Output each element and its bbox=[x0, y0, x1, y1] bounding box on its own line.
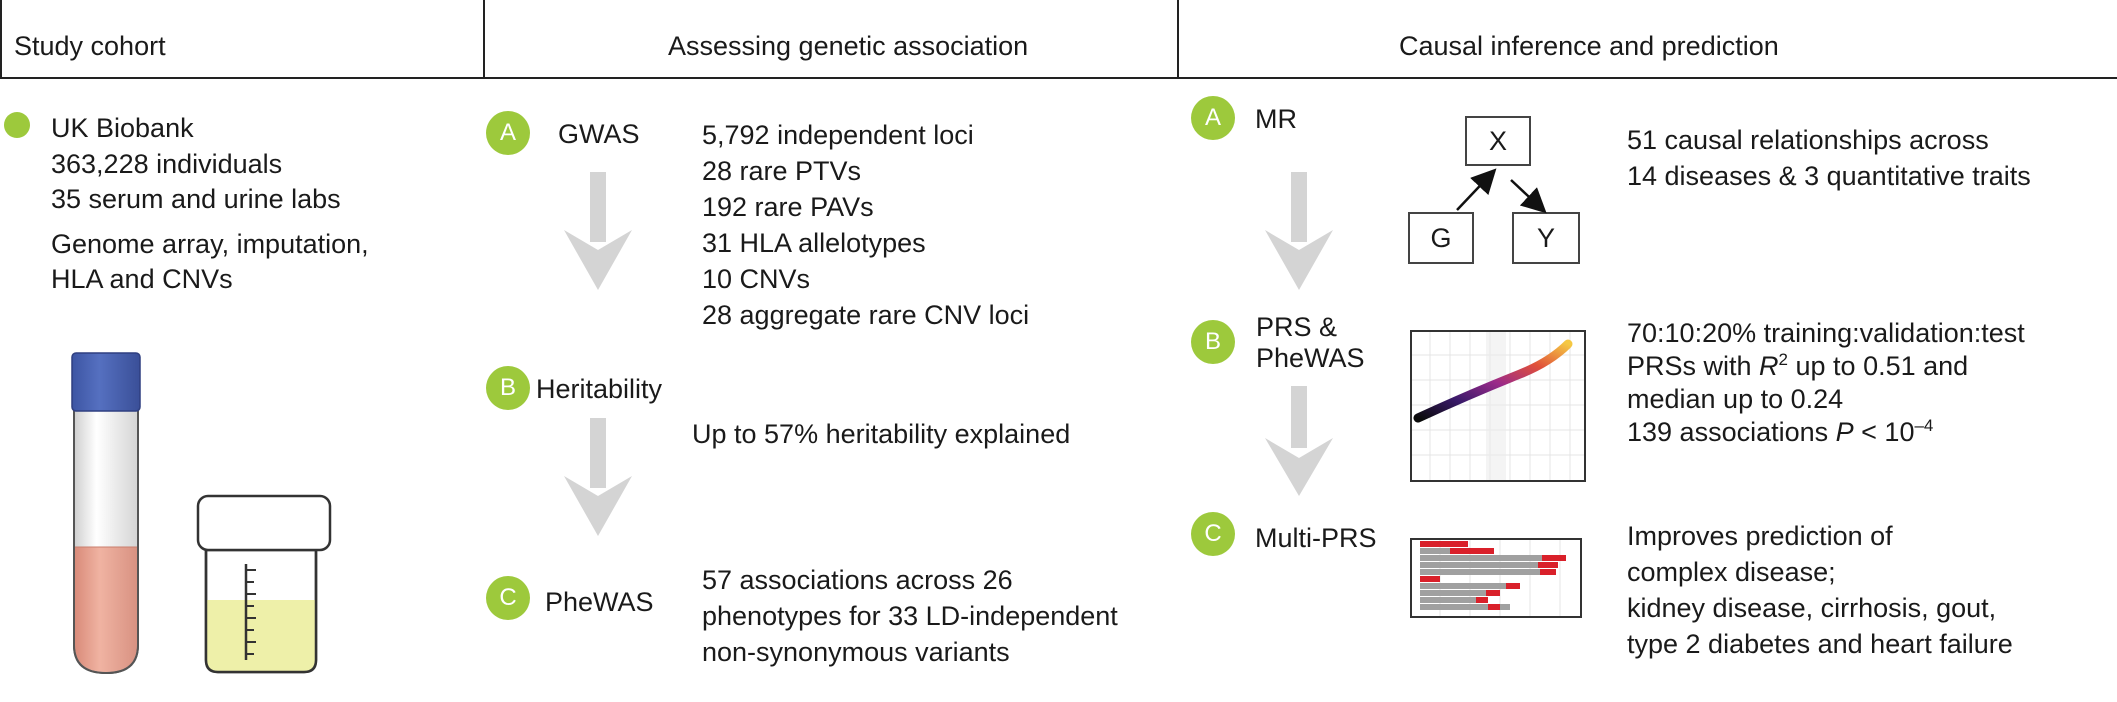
multi-prs-result-2: complex disease; bbox=[1627, 557, 1836, 587]
gwas-result-2: 28 rare PTVs bbox=[702, 156, 862, 186]
prs-label-line2: PheWAS bbox=[1256, 343, 1365, 373]
prs-result-4-p: P bbox=[1835, 417, 1854, 447]
blood-tube-illustration bbox=[71, 352, 141, 675]
header-causal-inference: Causal inference and prediction bbox=[1399, 31, 1779, 61]
arrow-down-icon bbox=[564, 172, 632, 290]
header-divider-2 bbox=[1177, 0, 1179, 78]
mr-label: MR bbox=[1255, 104, 1297, 134]
arrow-down-icon bbox=[1265, 386, 1333, 496]
phewas-results: 57 associations across 26 phenotypes for… bbox=[702, 562, 1118, 670]
cohort-bullet-dot bbox=[4, 112, 30, 138]
multi-prs-result-1: Improves prediction of bbox=[1627, 521, 1893, 551]
header-divider-left bbox=[0, 0, 2, 78]
cohort-genome-line1: Genome array, imputation, bbox=[51, 229, 369, 259]
prs-badge: B bbox=[1191, 320, 1235, 364]
phewas-result-2: phenotypes for 33 LD-independent bbox=[702, 601, 1118, 631]
prs-result-2-r: R bbox=[1759, 351, 1779, 381]
gwas-result-4: 31 HLA allelotypes bbox=[702, 228, 926, 258]
phewas-label: PheWAS bbox=[545, 587, 654, 617]
cohort-name: UK Biobank bbox=[51, 113, 194, 143]
gwas-results: 5,792 independent loci 28 rare PTVs 192 … bbox=[702, 117, 1029, 333]
mr-node-x: X bbox=[1465, 116, 1531, 166]
gwas-result-5: 10 CNVs bbox=[702, 264, 811, 294]
prs-result-2-pre: PRSs with bbox=[1627, 351, 1760, 381]
mr-node-g: G bbox=[1408, 212, 1474, 264]
heritability-label: Heritability bbox=[536, 374, 663, 404]
prs-calibration-plot bbox=[1410, 330, 1586, 482]
multi-prs-results: Improves prediction of complex disease; … bbox=[1627, 518, 2013, 662]
mr-results: 51 causal relationships across 14 diseas… bbox=[1627, 122, 2031, 194]
mr-arrows bbox=[1456, 168, 1547, 214]
prs-result-4-sup: –4 bbox=[1914, 416, 1934, 435]
cohort-genome-line2: HLA and CNVs bbox=[51, 264, 233, 294]
phewas-badge: C bbox=[486, 576, 530, 620]
gwas-label: GWAS bbox=[558, 119, 640, 149]
arrow-down-icon bbox=[1265, 172, 1333, 290]
prs-result-2-sup: 2 bbox=[1778, 350, 1789, 369]
header-study-cohort: Study cohort bbox=[14, 31, 166, 61]
prs-result-2-post: up to 0.51 and bbox=[1788, 351, 1969, 381]
header-divider-1 bbox=[483, 0, 485, 78]
heritability-badge: B bbox=[486, 366, 530, 410]
multi-prs-badge: C bbox=[1191, 512, 1235, 556]
prs-result-2: PRSs with R2 up to 0.51 and bbox=[1627, 350, 2025, 383]
mr-result-1: 51 causal relationships across bbox=[1627, 125, 1989, 155]
cohort-labs: 35 serum and urine labs bbox=[51, 184, 341, 214]
header-assessing-genetic-association: Assessing genetic association bbox=[668, 31, 1029, 61]
prs-result-3: median up to 0.24 bbox=[1627, 384, 1844, 414]
multi-prs-label: Multi-PRS bbox=[1255, 523, 1377, 553]
mr-badge: A bbox=[1191, 96, 1235, 140]
gwas-badge: A bbox=[486, 111, 530, 155]
prs-result-4-pre: 139 associations bbox=[1627, 417, 1836, 447]
header-underline bbox=[0, 77, 2117, 79]
prs-result-1: 70:10:20% training:validation:test bbox=[1627, 318, 2025, 348]
multi-prs-bar-plot bbox=[1410, 538, 1582, 618]
mr-diagram: X G Y bbox=[1405, 110, 1585, 270]
prs-result-4-mid: < 10 bbox=[1853, 417, 1915, 447]
gwas-result-3: 192 rare PAVs bbox=[702, 192, 874, 222]
cohort-individuals: 363,228 individuals bbox=[51, 149, 283, 179]
gwas-result-6: 28 aggregate rare CNV loci bbox=[702, 300, 1030, 330]
multi-prs-result-4: type 2 diabetes and heart failure bbox=[1627, 629, 2013, 659]
multi-prs-result-3: kidney disease, cirrhosis, gout, bbox=[1627, 593, 1997, 623]
mr-result-2: 14 diseases & 3 quantitative traits bbox=[1627, 161, 2031, 191]
prs-results: 70:10:20% training:validation:test PRSs … bbox=[1627, 317, 2025, 449]
phewas-result-1: 57 associations across 26 bbox=[702, 565, 1013, 595]
prs-result-4: 139 associations P < 10–4 bbox=[1627, 416, 2025, 449]
phewas-result-3: non-synonymous variants bbox=[702, 637, 1010, 667]
prs-label-line1: PRS & bbox=[1256, 312, 1338, 342]
arrow-down-icon bbox=[564, 418, 632, 536]
heritability-result: Up to 57% heritability explained bbox=[692, 419, 1071, 449]
gwas-result-1: 5,792 independent loci bbox=[702, 120, 974, 150]
urine-container-illustration bbox=[196, 494, 332, 674]
